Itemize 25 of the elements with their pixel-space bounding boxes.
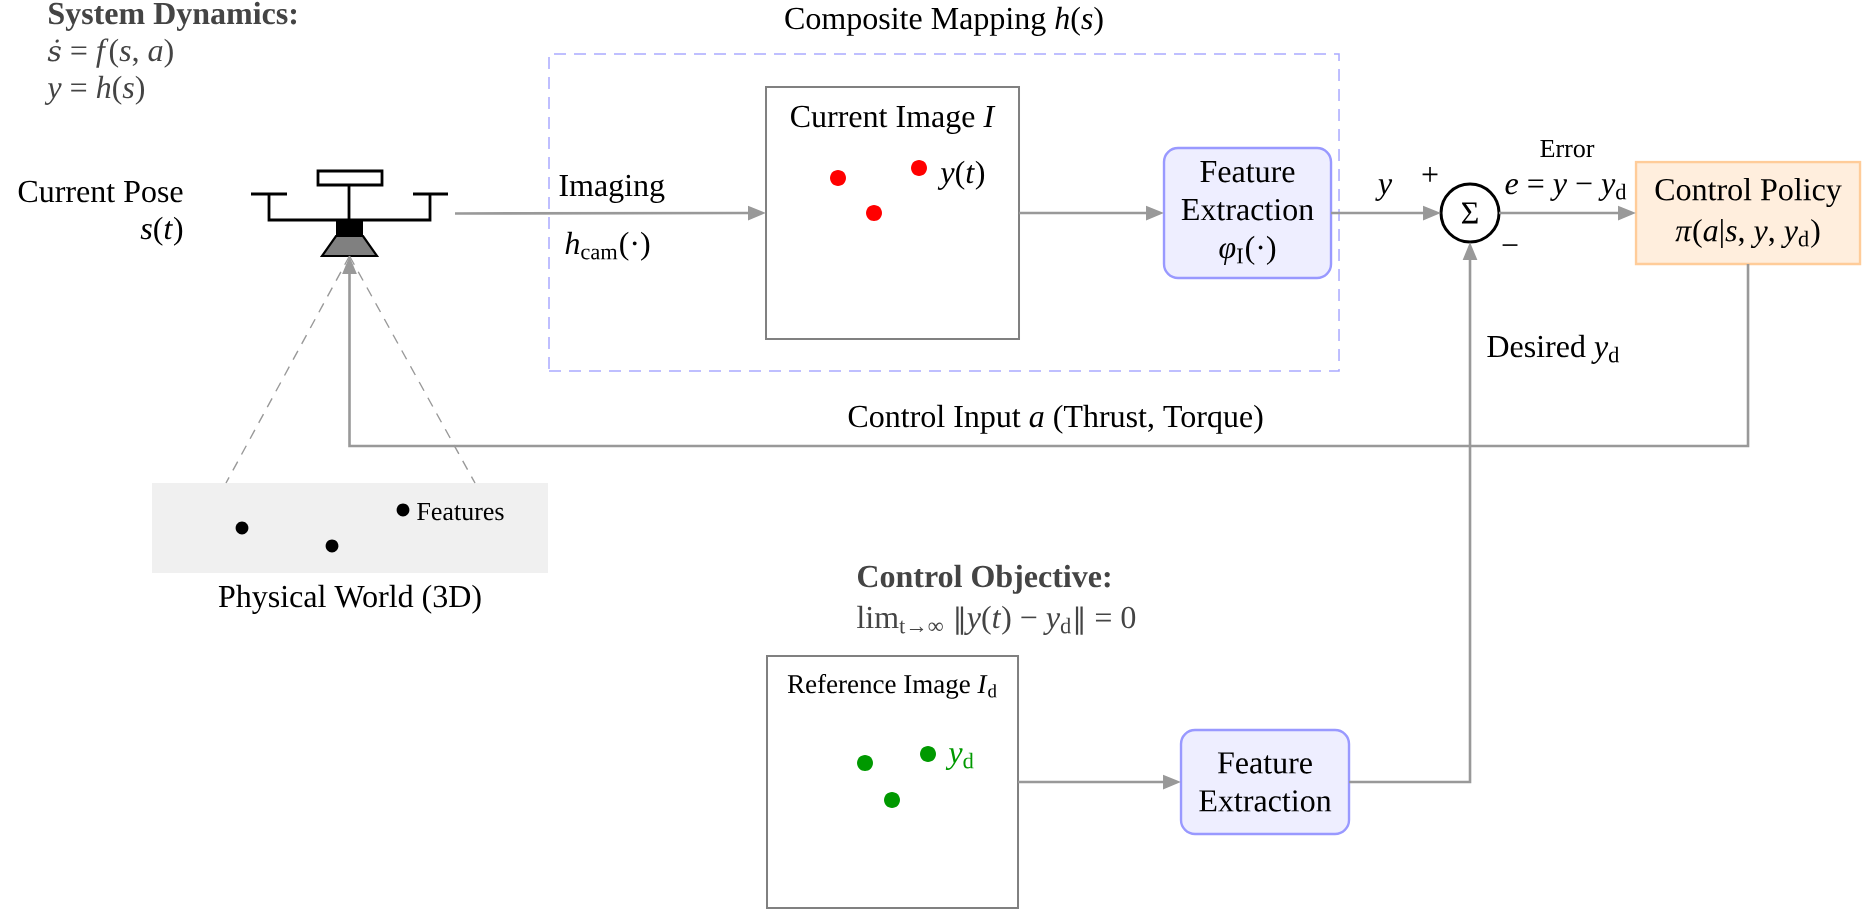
scene-panel: Features [152, 483, 548, 573]
equation: e = y − y$_{d}$ [1505, 178, 1627, 201]
equation: y = h(s) [44, 75, 145, 105]
process-box: Feature Extraction φ$_{I}$(·) [1162, 146, 1333, 280]
sight-line [225, 255, 351, 484]
edge-label: Error [1537, 138, 1597, 160]
process-box: Feature Extraction [1179, 728, 1351, 836]
point-label: y$_{d}$ [945, 748, 974, 770]
panel-caption: Physical World (3D) [218, 584, 481, 614]
node-label: Composite Mapping h(s) [785, 6, 1103, 36]
sign-label: + [1422, 166, 1438, 182]
pose-label: Current Pose s(t) [18, 180, 183, 246]
edge-label: Imaging [556, 172, 668, 205]
section-heading: Control Objective: [858, 564, 1110, 594]
equation: lim$_{t→∞}$ ‖y(t) − y$_{d}$‖ = 0 [857, 605, 1136, 635]
edge-label: Desired y$_{d}$ [1484, 332, 1623, 366]
section-heading: System Dynamics: [49, 1, 297, 31]
point-label: y(t) [937, 160, 985, 190]
sight-line [348, 255, 476, 484]
function-label: h$_{cam}$(·) [565, 231, 650, 261]
policy-box: Control Policy π(a|s, y, y$_{d}$) [1634, 160, 1862, 266]
edge-label: Control Input a (Thrust, Torque) [845, 402, 1266, 436]
edge-label: y [1375, 177, 1395, 203]
equation: ṡ = f(s, a) [47, 38, 173, 68]
sign-label: − [1502, 244, 1518, 246]
